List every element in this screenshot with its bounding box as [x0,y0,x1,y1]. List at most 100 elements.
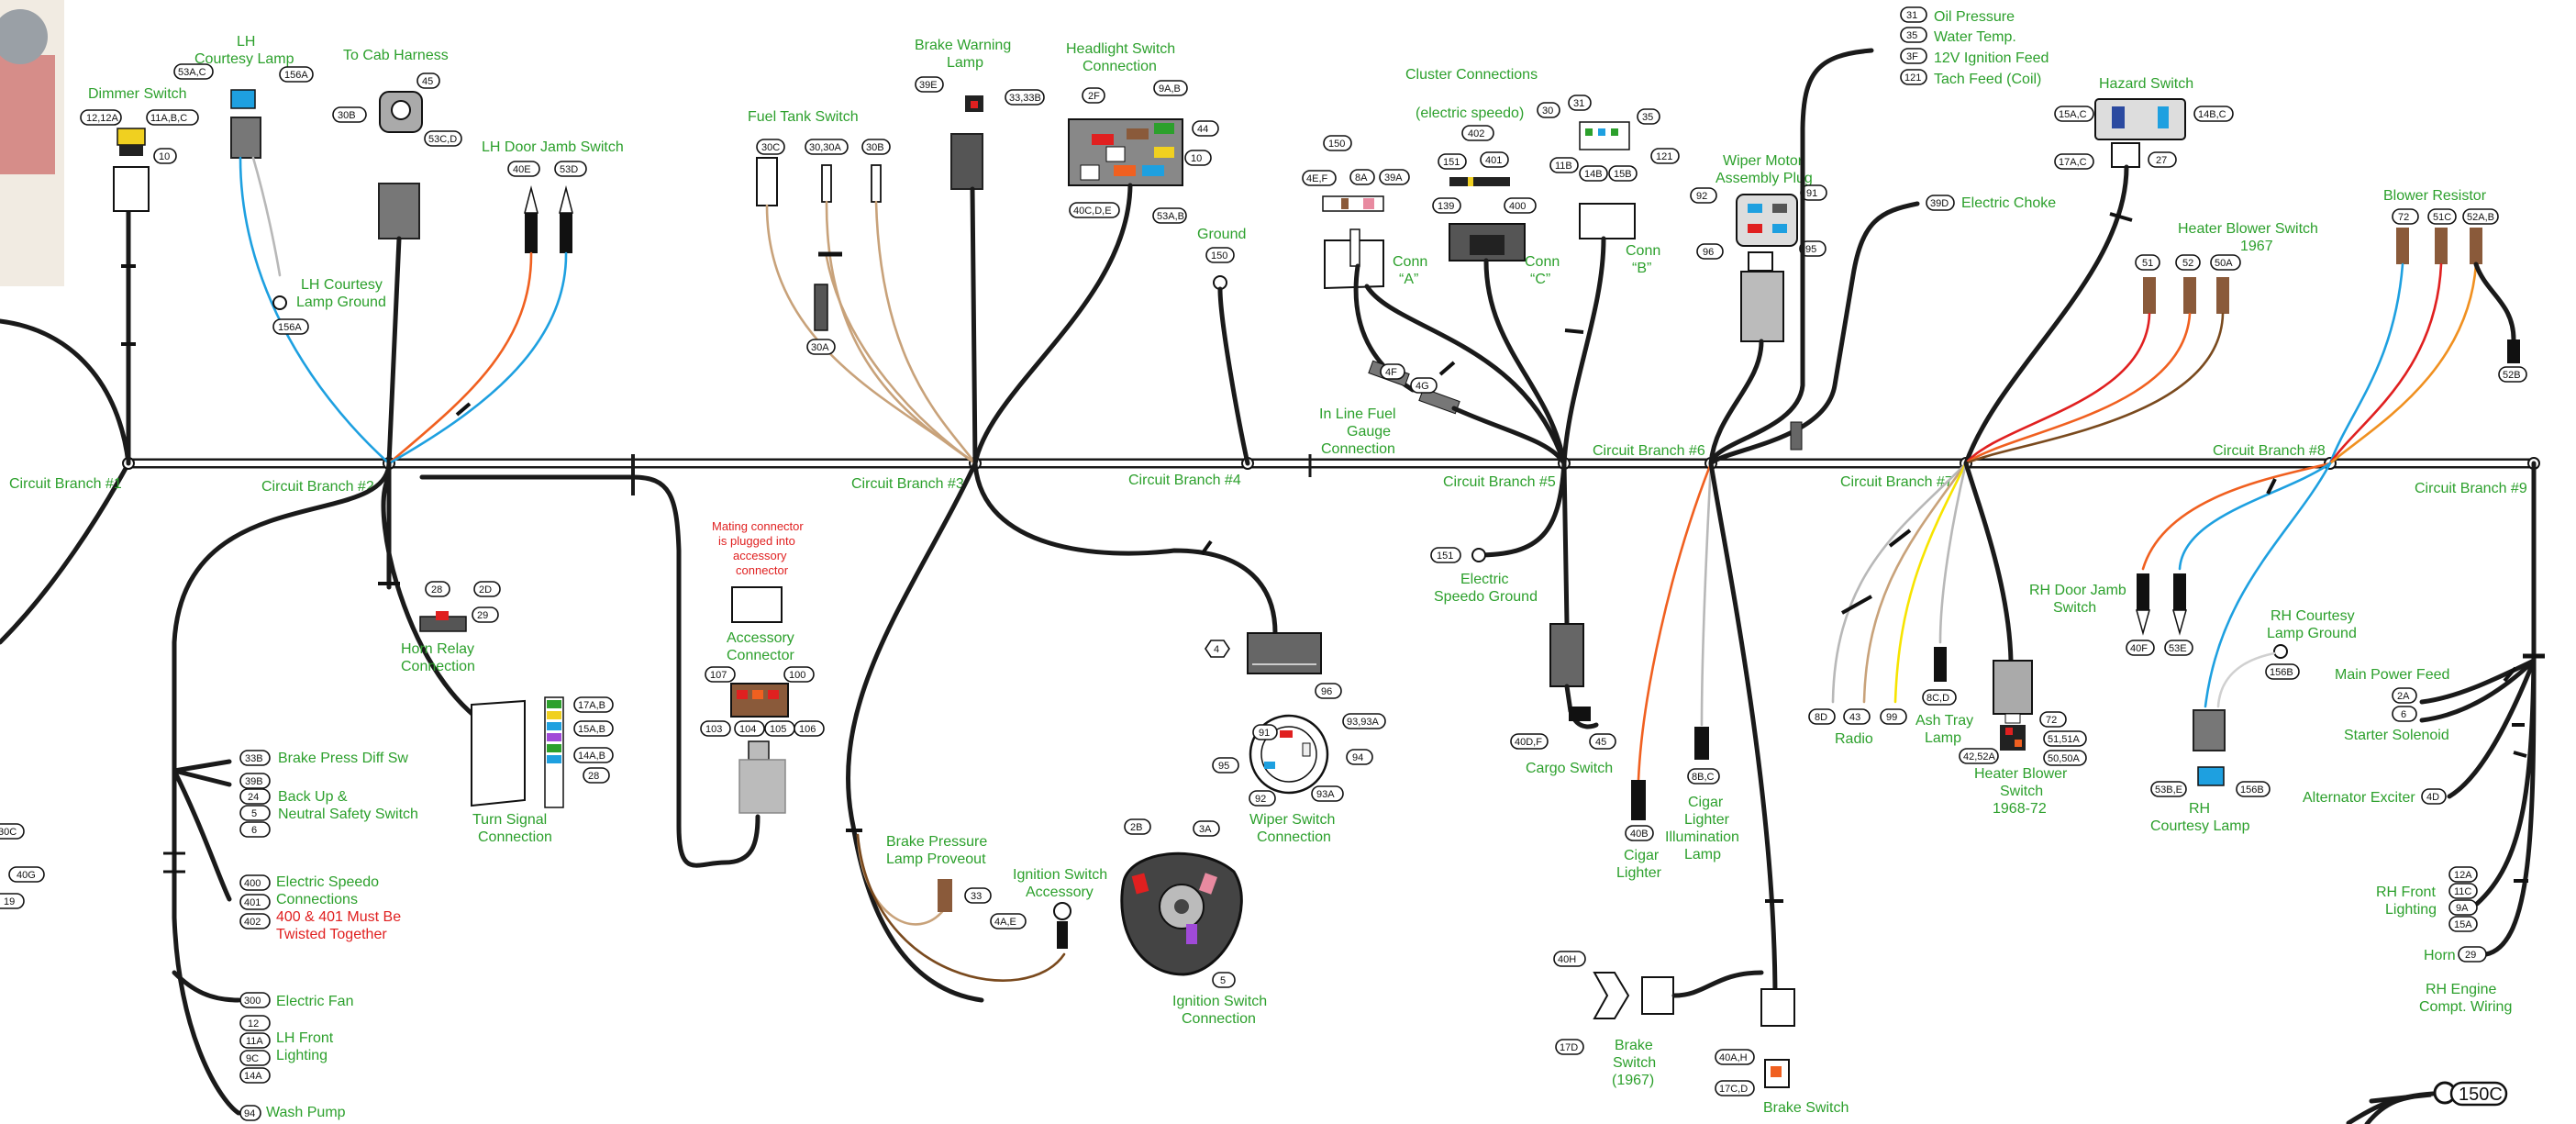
tag: 29 [477,610,488,621]
tag: 94 [1352,752,1363,763]
tag: 17A,B [578,700,605,711]
tag: 4 [1214,644,1219,655]
tag: 9A [2456,903,2469,914]
tag: 100 [789,670,805,681]
tag: 53E [2169,643,2187,654]
tag: 4F [1385,367,1397,378]
tag: 107 [710,670,727,681]
hazard-switch-label: Hazard Switch [2099,76,2193,92]
branch-label-9: Circuit Branch #9 [2415,481,2527,496]
tag: 9A,B [1159,83,1181,95]
tag: 3A [1199,824,1212,835]
tag: 40C,D,E [1073,206,1112,217]
oil-pressure-label: Oil Pressure [1934,9,2015,25]
tag: 91 [1806,188,1817,199]
tag: 156B [2240,785,2264,796]
tag: 30B [866,142,884,153]
tag: 2F [1088,91,1100,102]
tag: 28 [588,771,599,782]
tag: 103 [705,724,722,735]
tag: 96 [1321,686,1332,697]
to-cab-harness-label: To Cab Harness [343,48,449,63]
tag: 40F [2130,643,2148,654]
tag: 35 [1642,112,1653,123]
tag: 30C [761,142,780,153]
tag: 5 [1220,975,1226,986]
lh-door-jamb-group: LH Door Jamb Switch 40E 53D [387,139,624,465]
tag: 139 [1438,201,1454,212]
branch-label-8: Circuit Branch #8 [2213,443,2326,459]
tag: 156A [284,70,308,81]
tag: 93A [1316,789,1335,800]
tag: 24 [248,792,259,803]
tag: 51,51A [2048,734,2081,745]
tag: 11B [1555,161,1572,172]
tag: 8D [1815,712,1827,723]
tag: 40B [1630,829,1649,840]
ground-group: Ground 150 [1197,227,1250,466]
tag: 2D [479,584,492,595]
tag: 14A,B [578,751,605,762]
tag: 39B [245,776,263,787]
hazard-group: Hazard Switch 15A,C 14B,C 17A,C 27 [1963,76,2234,466]
tag: 300 [244,996,261,1007]
branch-label-4: Circuit Branch #4 [1128,473,1241,488]
tag: 35 [1906,30,1917,41]
tag: 94 [244,1108,255,1119]
branch-label-3: Circuit Branch #3 [851,476,964,492]
tag: 92 [1696,191,1707,202]
wiper-switch-group: 4 96 93,93A 91 94 95 92 93A Wiper Switch… [1205,632,1386,845]
tag: 53A,B [1157,211,1184,222]
tag: 401 [244,897,261,908]
tag: 150 [1211,250,1227,262]
tag: 151 [1437,551,1453,562]
tag: 400 [1509,201,1526,212]
tag: 8B,C [1692,772,1715,783]
tag: 8C,D [1926,693,1949,704]
conn-c-label: Conn“C” [1525,254,1560,287]
tag: 15B [1614,169,1632,180]
tag: 6 [251,825,257,836]
tag: 31 [1573,98,1584,109]
tag: 42,52A [1963,751,1996,762]
main-trunk [0,318,2537,645]
tag: 27 [2156,155,2167,166]
tag: 17C,D [1719,1084,1748,1095]
tag: 4E,F [1306,173,1328,184]
cluster-connections-label: Cluster Connections [1405,67,1538,83]
tag: 156A [278,322,302,333]
tag: 11C [2454,886,2471,897]
tag: 15A [2454,919,2472,930]
tag: 30 [1542,106,1553,117]
tag: 33 [971,891,982,902]
tag: 14A [244,1071,262,1082]
tag: 31 [1906,10,1917,21]
tag: 105 [770,724,786,735]
left-edge-tags: 30C 40G 19 [0,823,45,909]
main-power-feed-label: Main Power Feed [2335,667,2449,683]
tach-feed-label: Tach Feed (Coil) [1934,72,2041,87]
tag: 121 [1904,72,1921,83]
tag: 95 [1805,244,1816,255]
tag: 53B,E [2155,785,2182,796]
